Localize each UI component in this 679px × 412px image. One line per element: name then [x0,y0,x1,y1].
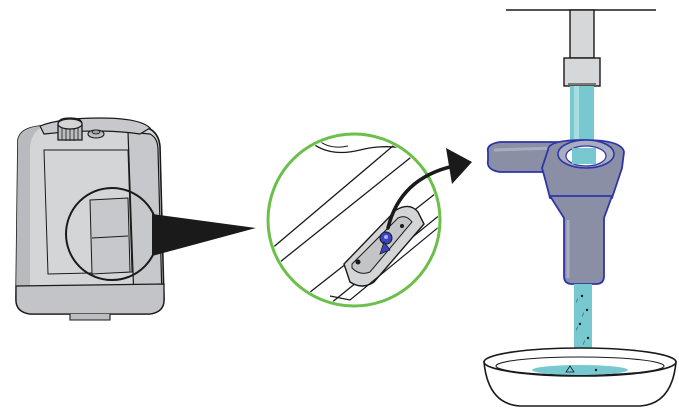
zoom-pointer [152,214,256,256]
device-side-shading [16,126,44,312]
faucet-icon [506,9,656,87]
device-knob-icon [57,117,83,141]
cleaning-tool-icon [486,139,625,285]
device-recess [89,197,131,275]
device-front-panel [43,149,133,275]
device-nozzle-icon [87,129,105,139]
svg-text:~: ~ [578,310,588,318]
device-base [15,283,165,315]
bowl-water [532,365,628,375]
magnifier-detail-icon [266,132,442,308]
release-button-icon [379,231,393,255]
magnifier-ring [266,132,442,308]
svg-text:~: ~ [572,324,582,332]
bowl-icon [483,347,677,407]
svg-text:~: ~ [579,338,589,346]
water-filter-device-icon [15,117,165,321]
svg-text:~: ~ [572,296,582,304]
curved-arrow-icon [386,148,472,230]
